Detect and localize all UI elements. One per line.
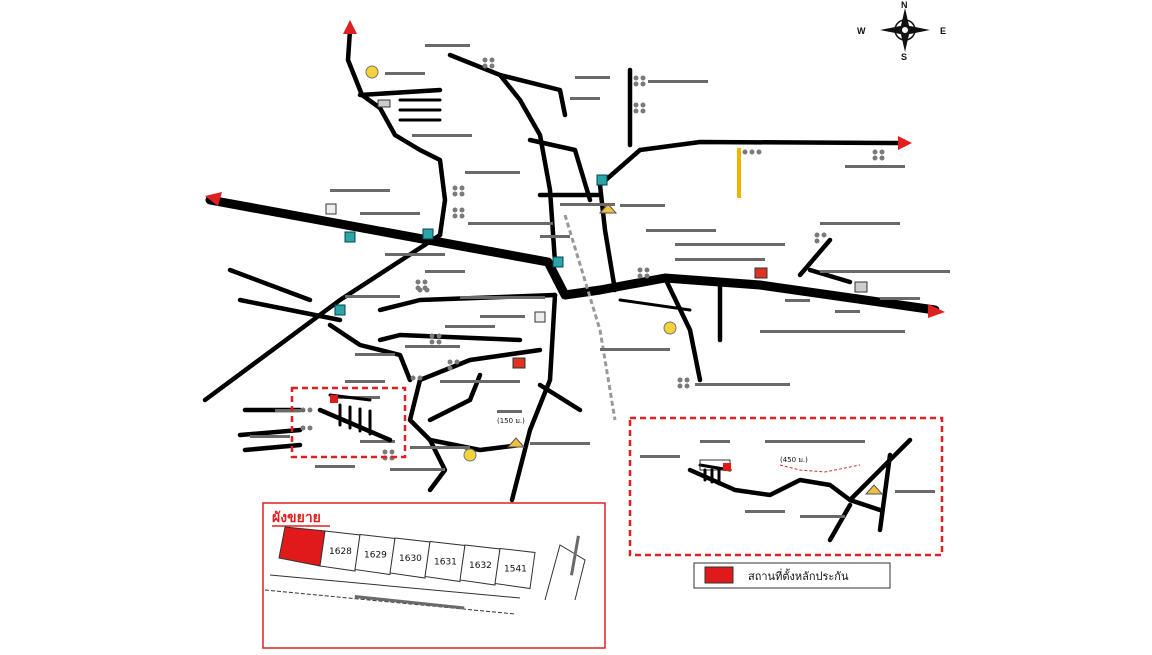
building-icon (334, 304, 346, 316)
village-icon (382, 449, 395, 461)
shrine-icon (864, 484, 884, 495)
village-icon (410, 375, 423, 381)
detail-box: (450 ม.) (628, 416, 944, 557)
office-icon (534, 311, 546, 323)
property-marker (330, 395, 338, 403)
route-distance-label: (150 ม.) (497, 417, 525, 425)
compass-west: W (857, 26, 866, 36)
plot-parcel (319, 530, 361, 572)
compass-east: E (940, 26, 946, 36)
landmark-icons (325, 65, 884, 495)
property-area-main (290, 386, 407, 459)
village-icon (417, 287, 430, 293)
temple-icon (365, 65, 379, 79)
village-icon (452, 207, 465, 219)
plots-layer: 1628 1629 1630 1631 1632 1541 (278, 526, 536, 590)
inset-title: ผังขยาย (272, 510, 321, 526)
plot-number: 1630 (399, 554, 422, 564)
shrine-icon (506, 437, 526, 448)
village-icon (633, 75, 646, 87)
village-icon (742, 149, 762, 155)
plot-number: 1631 (434, 558, 457, 568)
school-icon (512, 357, 526, 369)
main-highway (205, 192, 945, 318)
village-icon (452, 185, 465, 197)
legend-swatch (704, 566, 734, 584)
village-icon (447, 359, 460, 371)
plot-parcel (424, 540, 466, 583)
detail-distance-label: (450 ม.) (780, 456, 808, 464)
shrine-icon (598, 203, 618, 214)
yellow-marker (737, 148, 741, 198)
legend-label: สถานที่ตั้งหลักประกัน (748, 568, 849, 583)
school-icon (754, 267, 768, 279)
village-icon (872, 149, 885, 161)
plot-parcel (354, 533, 396, 576)
building-icon (552, 256, 564, 268)
office-icon (325, 203, 337, 215)
plot-number: 1541 (504, 565, 527, 575)
place-label-marks (250, 44, 950, 471)
plot-number: 1628 (329, 547, 352, 557)
temple-icon (663, 321, 677, 335)
railway (563, 214, 617, 421)
village-icon (814, 232, 827, 244)
plot-number: 1632 (469, 561, 492, 571)
village-icon (633, 102, 646, 114)
property-marker (723, 463, 731, 471)
hospital-icon (854, 281, 868, 293)
plot-number: 1629 (364, 551, 387, 561)
temple-icon (463, 448, 477, 462)
compass-north: N (901, 0, 908, 10)
village-icon (637, 267, 650, 279)
school-icon (377, 99, 391, 108)
building-icon (344, 231, 356, 243)
legend: สถานที่ตั้งหลักประกัน (693, 562, 891, 589)
village-icon (482, 57, 495, 69)
plot-parcel (459, 544, 501, 586)
secondary-roads (202, 20, 912, 503)
inset-plan: ผังขยาย 1628 1629 1630 1631 1632 1541 (262, 502, 606, 649)
building-icon (422, 228, 434, 240)
compass-south: S (901, 52, 907, 62)
village-icon (677, 377, 690, 389)
compass-rose: N S E W (857, 0, 946, 62)
plot-parcel (494, 547, 536, 590)
village-icon (429, 333, 442, 345)
building-icon (596, 174, 608, 186)
plot-parcel (389, 537, 431, 579)
